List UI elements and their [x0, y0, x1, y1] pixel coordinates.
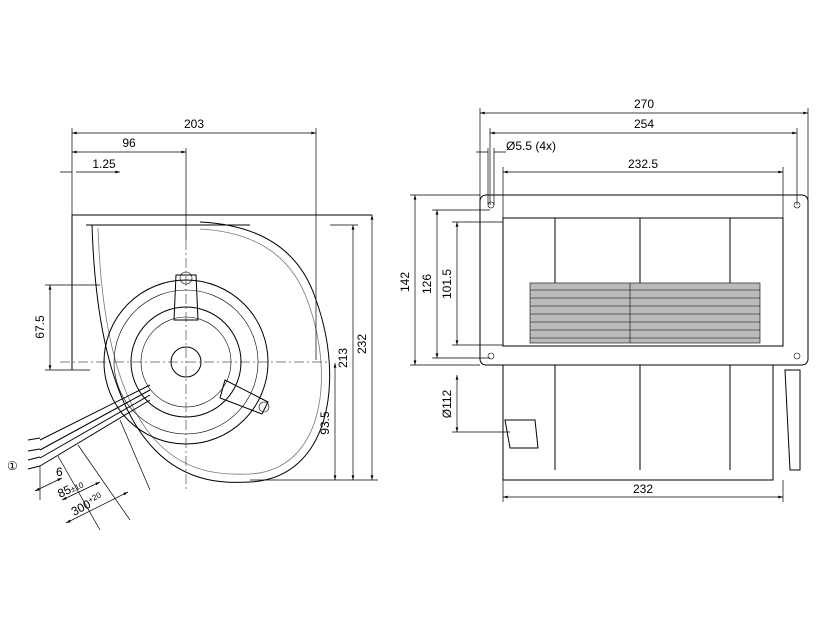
- dim-6: 6: [56, 465, 63, 479]
- dim-270: 270: [634, 97, 654, 111]
- dim-1-25: 1.25: [92, 157, 116, 171]
- dim-232-5: 232.5: [628, 157, 658, 171]
- dim-96: 96: [122, 136, 136, 150]
- side-view-housing: [60, 214, 372, 490]
- dim-126: 126: [420, 274, 434, 294]
- dim-67-5: 67.5: [33, 315, 47, 339]
- front-view-housing: [479, 194, 809, 481]
- dim-203: 203: [184, 117, 204, 131]
- dim-232-width: 232: [633, 482, 653, 496]
- dim-101-5: 101.5: [440, 269, 454, 299]
- dim-254: 254: [634, 117, 654, 131]
- dim-213: 213: [336, 348, 350, 368]
- dim-142: 142: [398, 272, 412, 292]
- dim-diameter-112: Ø112: [440, 389, 454, 418]
- cable-bundle: [27, 384, 151, 470]
- dim-93-5: 93.5: [318, 411, 332, 435]
- dim-232-height: 232: [355, 334, 369, 354]
- callout-1: ①: [7, 459, 18, 473]
- dim-hole: Ø5.5 (4x): [506, 139, 556, 153]
